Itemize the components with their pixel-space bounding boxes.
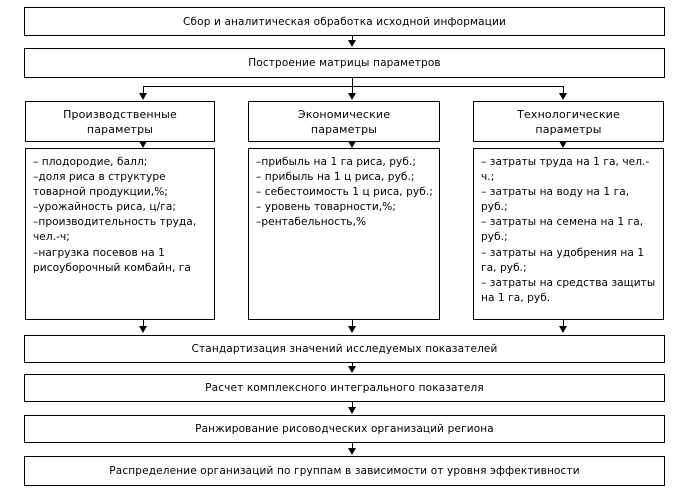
list-item: –нагрузка посевов на 1 рисоуборочный ком… <box>33 246 191 274</box>
connector-branch-left-vertical <box>143 86 145 95</box>
column-header-economic-label: Экономические параметры <box>297 107 391 136</box>
connector-ranking-to-distribution-arrow <box>348 448 356 455</box>
process-box-standardization: Стандартизация значений исследуемых пока… <box>24 335 665 363</box>
connector-branch-center-arrow <box>348 93 356 100</box>
list-item: – затраты на воду на 1 га, руб.; <box>481 186 630 214</box>
connector-production-list-to-standardization <box>143 320 145 328</box>
connector-integral-to-ranking <box>352 402 354 409</box>
process-box-distribution: Распределение организаций по группам в з… <box>24 456 665 486</box>
column-list-production-items: – плодородие, балл; –доля риса в структу… <box>33 155 208 276</box>
process-box-distribution-label: Распределение организаций по группам в з… <box>109 465 580 477</box>
connector-production-header-to-list-arrow <box>139 141 147 148</box>
connector-branch-right-vertical <box>563 86 565 95</box>
connector-technological-list-to-standardization <box>563 320 565 328</box>
column-header-production: Производственные параметры <box>25 101 215 142</box>
process-box-data-collection-label: Сбор и аналитическая обработка исходной … <box>183 15 506 28</box>
connector-branch-right-arrow <box>559 93 567 100</box>
connector-stub-matrix-down <box>352 78 354 87</box>
connector-standardization-to-integral <box>352 363 354 368</box>
connector-economic-list-to-standardization-arrow <box>348 326 356 333</box>
connector-technological-list-to-standardization-arrow <box>559 326 567 333</box>
list-item: – прибыль на 1 ц риса, руб.; <box>256 171 415 184</box>
column-header-technological-label: Технологические параметры <box>517 107 620 136</box>
column-header-production-label: Производственные параметры <box>63 107 177 136</box>
connector-ranking-to-distribution <box>352 443 354 450</box>
column-list-technological-items: – затраты труда на 1 га, чел.-ч.; – затр… <box>481 155 657 306</box>
column-list-economic-items: –прибыль на 1 га риса, руб.; – прибыль н… <box>256 155 433 230</box>
connector-economic-list-to-standardization <box>352 320 354 328</box>
connector-standardization-to-integral-arrow <box>348 366 356 373</box>
connector-bus-horizontal <box>143 86 564 88</box>
list-item: –производительность труда, чел.-ч; <box>33 216 197 244</box>
connector-arrow-collection-to-matrix <box>348 40 356 47</box>
connector-technological-header-to-list-arrow <box>559 141 567 148</box>
list-item: – себестоимость 1 ц риса, руб.; <box>256 186 433 199</box>
list-item: –прибыль на 1 га риса, руб.; <box>256 156 416 168</box>
list-item: – затраты на семена на 1 га, руб.; <box>481 216 644 244</box>
process-box-integral-indicator-label: Расчет комплексного интегрального показа… <box>205 382 484 394</box>
connector-integral-to-ranking-arrow <box>348 407 356 414</box>
column-list-technological: – затраты труда на 1 га, чел.-ч.; – затр… <box>473 148 664 320</box>
connector-line-collection-to-matrix <box>352 36 354 41</box>
list-item: – затраты труда на 1 га, чел.-ч.; <box>481 156 650 184</box>
column-list-production: – плодородие, балл; –доля риса в структу… <box>25 148 215 320</box>
process-box-ranking: Ранжирование рисоводческих организаций р… <box>24 415 665 443</box>
list-item: – затраты на удобрения на 1 га, руб.; <box>481 246 645 274</box>
list-item: – уровень товарности,%; <box>256 201 396 214</box>
column-header-economic: Экономические параметры <box>248 101 440 142</box>
connector-branch-left-arrow <box>139 93 147 100</box>
list-item: –урожайность риса, ц/га; <box>33 201 176 214</box>
connector-branch-center-vertical <box>352 86 354 95</box>
column-list-economic: –прибыль на 1 га риса, руб.; – прибыль н… <box>248 148 440 320</box>
connector-economic-header-to-list-arrow <box>348 141 356 148</box>
connector-production-list-to-standardization-arrow <box>139 326 147 333</box>
column-header-technological: Технологические параметры <box>473 101 664 142</box>
process-box-ranking-label: Ранжирование рисоводческих организаций р… <box>195 423 494 435</box>
process-box-data-collection: Сбор и аналитическая обработка исходной … <box>24 7 665 36</box>
process-box-standardization-label: Стандартизация значений исследуемых пока… <box>191 343 498 355</box>
list-item: –рентабельность,% <box>256 216 367 229</box>
list-item: – плодородие, балл; <box>33 156 148 168</box>
process-box-parameter-matrix-label: Построение матрицы параметров <box>248 57 441 69</box>
list-item: – затраты на средства защиты на 1 га, ру… <box>481 276 656 304</box>
list-item: –доля риса в структуре товарной продукци… <box>33 171 168 199</box>
process-box-parameter-matrix: Построение матрицы параметров <box>24 48 665 78</box>
process-box-integral-indicator: Расчет комплексного интегрального показа… <box>24 374 665 402</box>
